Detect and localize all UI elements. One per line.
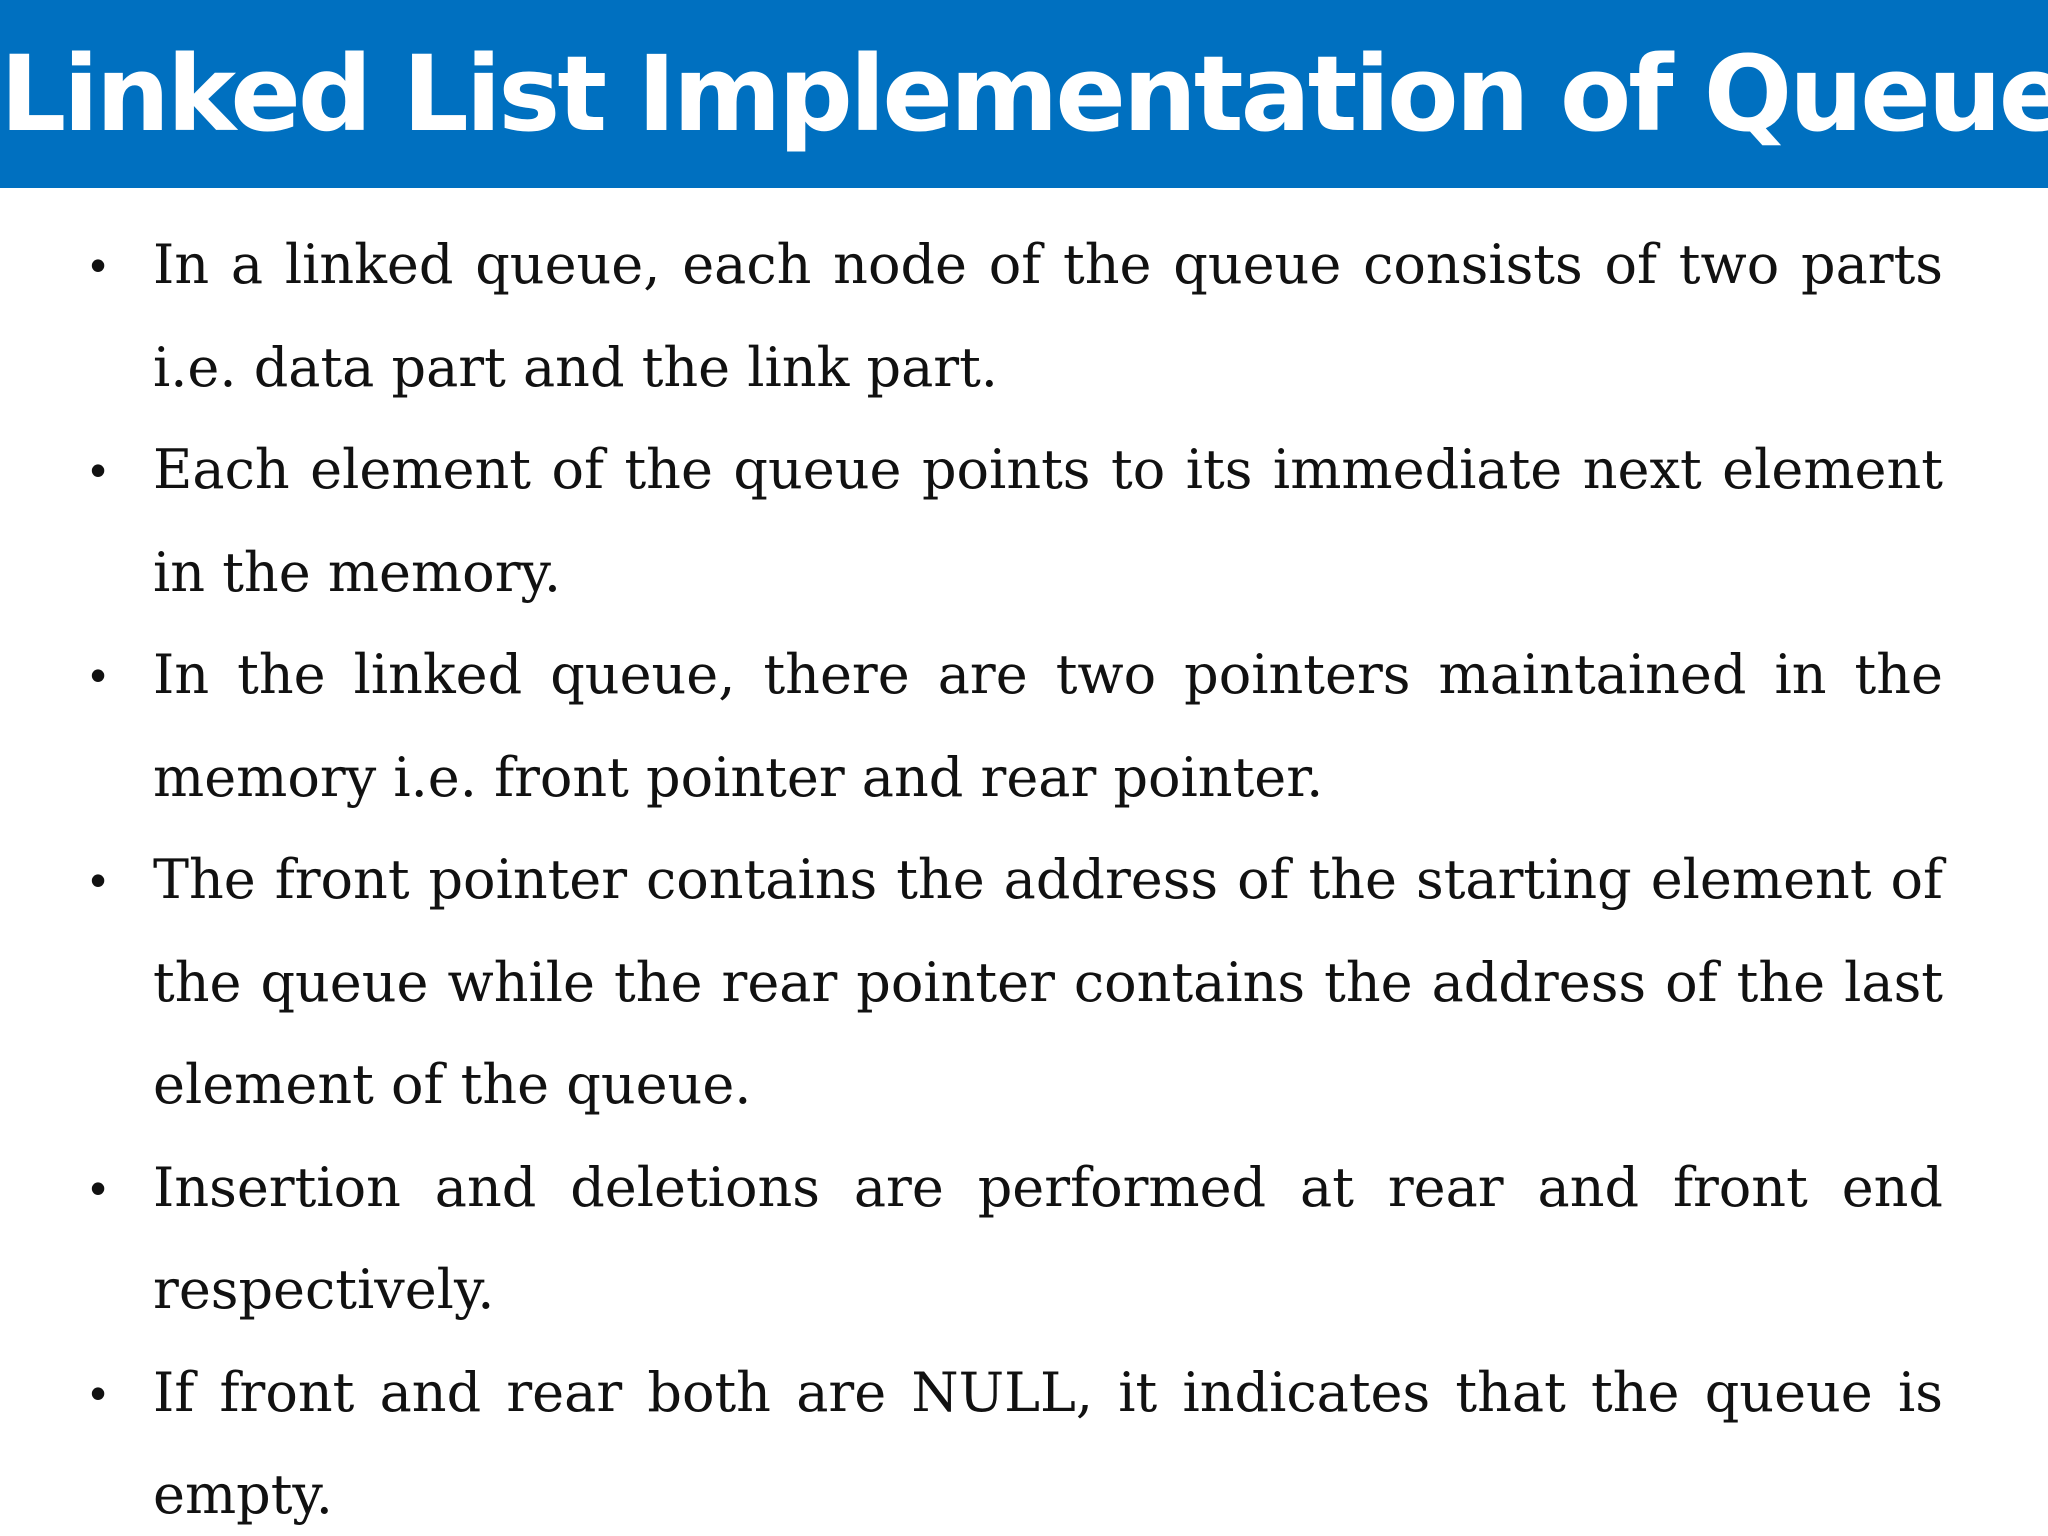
bullet-icon: • bbox=[90, 1161, 107, 1214]
bullet-text: Each element of the queue points to its … bbox=[153, 438, 1943, 604]
bullet-list: • In a linked queue, each node of the qu… bbox=[0, 214, 2048, 1536]
bullet-text: Insertion and deletions are performed at… bbox=[153, 1155, 1943, 1322]
bullet-text: The front pointer contains the address o… bbox=[153, 848, 1943, 1116]
bullet-icon: • bbox=[90, 444, 107, 496]
bullet-item: • Insertion and deletions are performed … bbox=[90, 1137, 1943, 1342]
bullet-item: • Each element of the queue points to it… bbox=[90, 419, 1943, 624]
bullet-item: • The front pointer contains the address… bbox=[90, 829, 1943, 1137]
slide-title: Linked List Implementation of Queues bbox=[0, 33, 2048, 155]
title-bar: Linked List Implementation of Queues bbox=[0, 0, 2048, 188]
bullet-item: • If front and rear both are NULL, it in… bbox=[90, 1342, 1943, 1536]
bullet-item: • In a linked queue, each node of the qu… bbox=[90, 214, 1943, 419]
bullet-text: In the linked queue, there are two point… bbox=[153, 643, 1943, 809]
bullet-icon: • bbox=[90, 649, 107, 701]
bullet-item: • In the linked queue, there are two poi… bbox=[90, 624, 1943, 829]
bullet-text: If front and rear both are NULL, it indi… bbox=[153, 1360, 1943, 1527]
bullet-icon: • bbox=[90, 1366, 107, 1419]
bullet-text: In a linked queue, each node of the queu… bbox=[153, 233, 1943, 399]
bullet-icon: • bbox=[90, 239, 107, 291]
bullet-icon: • bbox=[90, 854, 107, 906]
